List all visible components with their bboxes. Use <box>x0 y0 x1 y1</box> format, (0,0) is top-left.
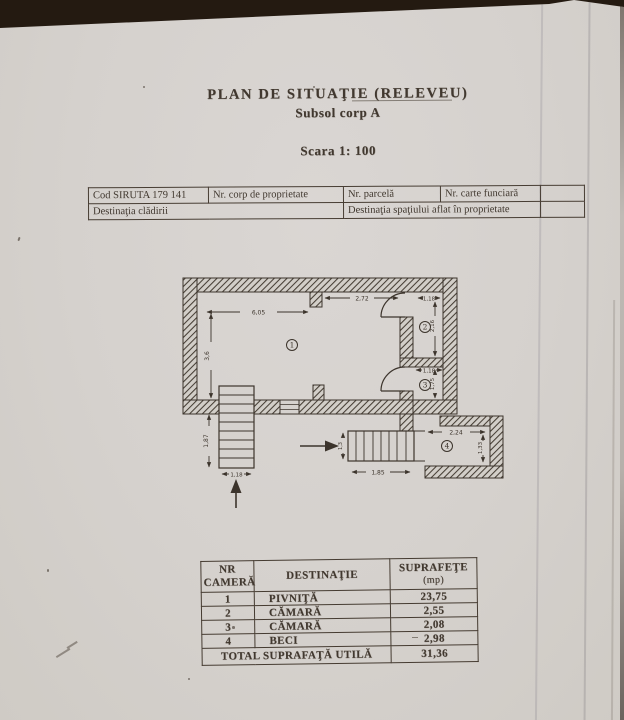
dim-room3-width-label: 1,18 <box>423 369 436 375</box>
dim-stairs-left-width-label: 1,18 <box>230 473 243 479</box>
entrance-arrow-icon <box>300 440 339 452</box>
dim-stairs-mid-height-label: 1,3 <box>338 442 344 450</box>
window-symbol <box>279 399 300 415</box>
dim-room2-height-label: 2,16 <box>430 319 436 332</box>
total-label: TOTAL SUPRAFAŢĂ UTILĂ <box>202 645 392 666</box>
property-info-table: Cod SIRUTA 179 141 Nr. corp de proprieta… <box>88 185 585 221</box>
dim-room3-height-label: 1,75 <box>430 377 436 390</box>
dim-room4-height-label: 1,33 <box>478 441 484 454</box>
paper-speck <box>232 626 235 629</box>
svg-text:2: 2 <box>423 323 428 332</box>
paper-fold-line <box>534 0 544 720</box>
header-destinatie: DESTINAŢIE <box>253 558 391 592</box>
stairs-left <box>218 385 255 469</box>
header-suprafete: SUPRAFEŢE (mp) <box>389 557 478 590</box>
paper-fold-line <box>610 299 616 720</box>
dim-room2-width-label: 1,18 <box>423 297 436 303</box>
paper-speck <box>47 569 49 572</box>
up-arrow-icon <box>230 479 242 508</box>
dim-stairs-mid-width-label: 1,85 <box>371 470 385 477</box>
cell-nr-parcela: Nr. parcelă <box>343 185 441 203</box>
page-edge-shadow <box>620 0 624 720</box>
scan-artifact-dash <box>412 637 418 639</box>
cell-destinatia-cladirii: Destinaţia clădirii <box>88 202 344 220</box>
scale-label: Scara 1: 100 <box>300 142 377 159</box>
room-3-badge: 3 <box>419 379 431 391</box>
floor-plan: 1 2 3 4 6,05 3,6 2,72 1,18 2, <box>182 277 504 508</box>
door-arc-room3 <box>380 366 406 392</box>
cell-empty <box>540 201 585 218</box>
door-arc-room2 <box>380 292 406 318</box>
wall-hatching <box>182 277 504 479</box>
paper-fold-line <box>583 0 591 720</box>
cell-destinatia-spatiului: Destinaţia spaţiului aflat în proprietat… <box>343 201 541 219</box>
cell-empty <box>540 185 585 202</box>
dim-main-height-label: 3,6 <box>204 351 211 361</box>
title-block: PLAN DE SITUAŢIE (RELEVEU) Subsol corp A… <box>173 85 504 160</box>
room-4-badge: 4 <box>441 440 453 452</box>
room-2-badge: 2 <box>419 321 431 333</box>
total-value: 31,36 <box>390 644 479 663</box>
area-table-header: NR CAMERĂ DESTINAŢIE SUPRAFEŢE (mp) <box>200 557 478 593</box>
page-subtitle: Subsol corp A <box>295 104 381 121</box>
dim-main-width-label: 6,05 <box>252 310 266 317</box>
svg-text:4: 4 <box>445 442 450 451</box>
cell-nr-corp: Nr. corp de proprietate <box>208 186 344 204</box>
paper-speck <box>313 86 315 88</box>
svg-text:3: 3 <box>423 381 428 390</box>
cell-cod-siruta: Cod SIRUTA 179 141 <box>88 187 209 204</box>
dimension-labels: 6,05 3,6 2,72 1,18 2,16 1,18 1,75 1,87 1… <box>203 296 484 479</box>
dim-top-mid-label: 2,72 <box>355 296 369 303</box>
page-title: PLAN DE SITUAŢIE (RELEVEU) <box>207 85 469 103</box>
svg-text:1: 1 <box>290 341 295 350</box>
total-row: TOTAL SUPRAFAŢĂ UTILĂ 31,36 <box>202 644 479 666</box>
room-badges: 1 2 3 4 <box>286 321 453 452</box>
area-table: NR CAMERĂ DESTINAŢIE SUPRAFEŢE (mp) 1 PI… <box>200 557 479 666</box>
cell-nr-carte-funciara: Nr. carte funciară <box>440 185 541 202</box>
dim-stairs-left-height-label: 1,87 <box>203 434 210 448</box>
dim-room4-width-label: 2,24 <box>449 430 463 437</box>
paper-speck <box>188 678 190 680</box>
header-nr-camera: NR CAMERĂ <box>200 560 256 593</box>
room-1-badge: 1 <box>286 339 298 351</box>
dimension-lines <box>206 295 486 477</box>
paper-speck <box>143 86 145 88</box>
stairs-entry <box>347 430 425 462</box>
